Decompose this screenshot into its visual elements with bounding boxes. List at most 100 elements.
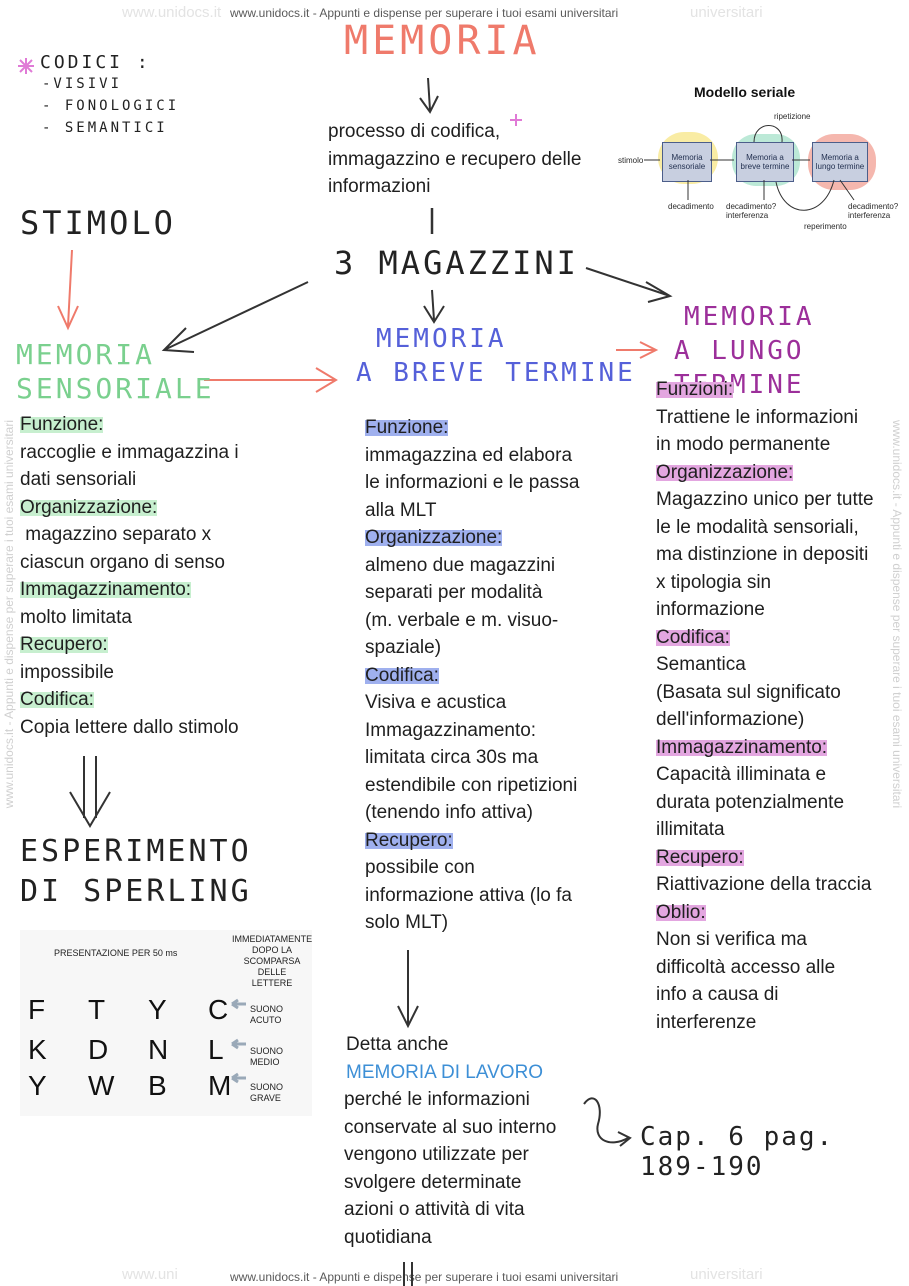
breve-heading: MEMORIA A BREVE TERMINE <box>356 322 636 390</box>
breve-funzione-text: le informazioni e le passa <box>365 472 580 493</box>
definition-line: immagazzino e recupero delle <box>328 148 582 170</box>
sensoriale-organizzazione-text: magazzino separato x <box>20 524 212 545</box>
serial-stimolo: stimolo <box>618 156 644 165</box>
breve-recupero-label: Recupero: <box>365 829 453 851</box>
watermark-bottom-left-fade: www.uni <box>122 1266 178 1283</box>
watermark-top-left-fade: www.unidocs.it <box>122 4 222 21</box>
sensoriale-funzione-text: raccoglie e immagazzina i <box>20 441 239 463</box>
lavoro-text: quotidiana <box>344 1226 432 1248</box>
breve-organizzazione-text: almeno due magazzini <box>365 554 556 576</box>
sensoriale-immagazzinamento-text: molto limitata <box>20 606 132 628</box>
heading-line: SENSORIALE <box>16 372 215 405</box>
serial-arrows <box>644 125 855 211</box>
lungo-funzioni-text: Trattiene le informazioni <box>656 406 859 428</box>
lungo-organizzazione-label: Organizzazione: <box>656 461 794 483</box>
lavoro-text: azioni o attività di vita <box>344 1199 525 1220</box>
lungo-organizzazione-text: le le modalità sensoriali, <box>656 516 859 538</box>
sperling-suono-grave: SUONO GRAVE <box>250 1082 284 1103</box>
breve-funzione-text: alla MLT <box>365 499 437 521</box>
watermark-top-right-fade: universitari <box>690 4 763 21</box>
stimolo-label: STIMOLO <box>20 204 176 242</box>
sensoriale-funzione-text: dati sensoriali <box>20 469 137 490</box>
breve-organizzazione-text: (m. verbale e m. visuo- <box>365 609 559 631</box>
sperling-letter: D <box>88 1034 109 1065</box>
breve-codifica-label: Codifica: <box>365 664 439 686</box>
serial-label-line: interferenza <box>726 211 769 220</box>
sperling-heading: ESPERIMENTO DI SPERLING <box>20 832 252 912</box>
lungo-codifica-text: (Basata sul significato <box>656 681 841 703</box>
heading-line: DI SPERLING <box>20 874 252 909</box>
breve-immagazzinamento-label: Immagazzinamento: <box>365 719 537 741</box>
lungo-details: Funzioni: Trattiene le informazioni in m… <box>656 376 896 1036</box>
lavoro-name: MEMORIA DI LAVORO <box>346 1061 544 1083</box>
lungo-funzioni-label: Funzioni: <box>656 379 734 400</box>
lungo-oblio-text: interferenze <box>656 1011 757 1033</box>
memory-definition: processo di codifica, immagazzino e recu… <box>328 118 581 201</box>
sperling-letter: Y <box>28 1070 47 1101</box>
serial-label-line: interferenza <box>848 211 891 220</box>
lungo-codifica-text: Semantica <box>656 654 746 675</box>
heading-line: A BREVE TERMINE <box>356 358 636 388</box>
breve-recupero-text: possibile con <box>365 857 475 878</box>
sensoriale-organizzazione-label: Organizzazione: <box>20 496 158 518</box>
lungo-immagazzinamento-text: illimitata <box>656 819 725 840</box>
breve-organizzazione-label: Organizzazione: <box>365 527 503 548</box>
codici-item: -VISIVI <box>42 76 123 92</box>
breve-organizzazione-text: separati per modalità <box>365 582 543 603</box>
lungo-codifica-label: Codifica: <box>656 626 730 648</box>
heading-line: MEMORIA <box>684 302 815 332</box>
serial-label-line: decadimento? <box>726 202 777 211</box>
magazzini-label: 3 MAGAZZINI <box>334 244 579 282</box>
lungo-immagazzinamento-text: durata potenzialmente <box>656 791 845 813</box>
sperling-caption-line: SCOMPARSA DELLE <box>243 956 301 977</box>
watermark-bottom: www.unidocs.it - Appunti e dispense per … <box>230 1270 619 1284</box>
lungo-oblio-text: info a causa di <box>656 984 779 1005</box>
sensoriale-recupero-text: impossibile <box>20 661 114 683</box>
lungo-recupero-label: Recupero: <box>656 846 744 868</box>
memoria-lavoro-block: Detta anche MEMORIA DI LAVORO perché le … <box>344 1031 584 1251</box>
codici-item: - SEMANTICI <box>42 120 168 136</box>
breve-recupero-text: informazione attiva (lo fa <box>365 884 572 906</box>
serial-decadimento-interferenza: decadimento? interferenza <box>726 202 776 220</box>
serial-ripetizione: ripetizione <box>774 112 811 121</box>
definition-line: processo di codifica, <box>328 121 501 142</box>
sperling-arrows <box>231 998 246 1084</box>
lavoro-text: perché le informazioni <box>344 1089 530 1110</box>
lungo-organizzazione-text: x tipologia sin <box>656 571 772 593</box>
lungo-recupero-text: Riattivazione della traccia <box>656 874 872 895</box>
lungo-oblio-text: Non si verifica ma <box>656 929 807 950</box>
breve-codifica-text: Visiva e acustica <box>365 692 507 713</box>
codici-title: CODICI : <box>40 52 151 73</box>
sperling-letter: N <box>148 1034 169 1065</box>
watermark-top: www.unidocs.it - Appunti e dispense per … <box>230 6 619 20</box>
box-sensoriale: Memoria sensoriale <box>662 142 712 182</box>
breve-immagazzinamento-text: limitata circa 30s ma <box>365 747 539 768</box>
serial-reperimento: reperimento <box>804 222 847 231</box>
breve-funzione-label: Funzione: <box>365 417 449 438</box>
breve-immagazzinamento-text: (tenendo info attiva) <box>365 802 533 823</box>
serial-decadimento: decadimento <box>668 202 714 211</box>
lungo-oblio-label: Oblio: <box>656 901 706 923</box>
serial-decadimento-interferenza-2: decadimento? interferenza <box>848 202 898 220</box>
sperling-suono-acuto: SUONO ACUTO <box>250 1004 284 1025</box>
sensoriale-organizzazione-text: ciascun organo di senso <box>20 551 225 573</box>
box-lungo: Memoria a lungo termine <box>812 142 868 182</box>
watermark-bottom-right-fade: universitari <box>690 1266 763 1283</box>
watermark-side-right: www.unidocs.it - Appunti e dispense per … <box>890 420 904 809</box>
sensoriale-immagazzinamento-label: Immagazzinamento: <box>20 579 192 600</box>
definition-line: informazioni <box>328 176 431 197</box>
sperling-letter: C <box>208 994 229 1025</box>
sperling-letter: F <box>28 994 46 1025</box>
lavoro-text: conservate al suo interno <box>344 1116 557 1138</box>
sensoriale-details: Funzione: raccoglie e immagazzina i dati… <box>20 411 320 741</box>
sperling-suono-medio: SUONO MEDIO <box>250 1046 284 1067</box>
sperling-figure: PRESENTAZIONE PER 50 ms IMMEDIATAMENTE D… <box>20 930 312 1116</box>
heading-line: MEMORIA <box>16 338 156 371</box>
sperling-letter: L <box>208 1034 224 1065</box>
sperling-letter: T <box>88 994 106 1025</box>
box-breve: Memoria a breve termine <box>736 142 794 182</box>
lungo-immagazzinamento-text: Capacità illiminata e <box>656 764 827 785</box>
serial-model-diagram: Modello seriale Memoria sensoriale Memor… <box>614 80 898 240</box>
breve-organizzazione-text: spaziale) <box>365 637 442 658</box>
